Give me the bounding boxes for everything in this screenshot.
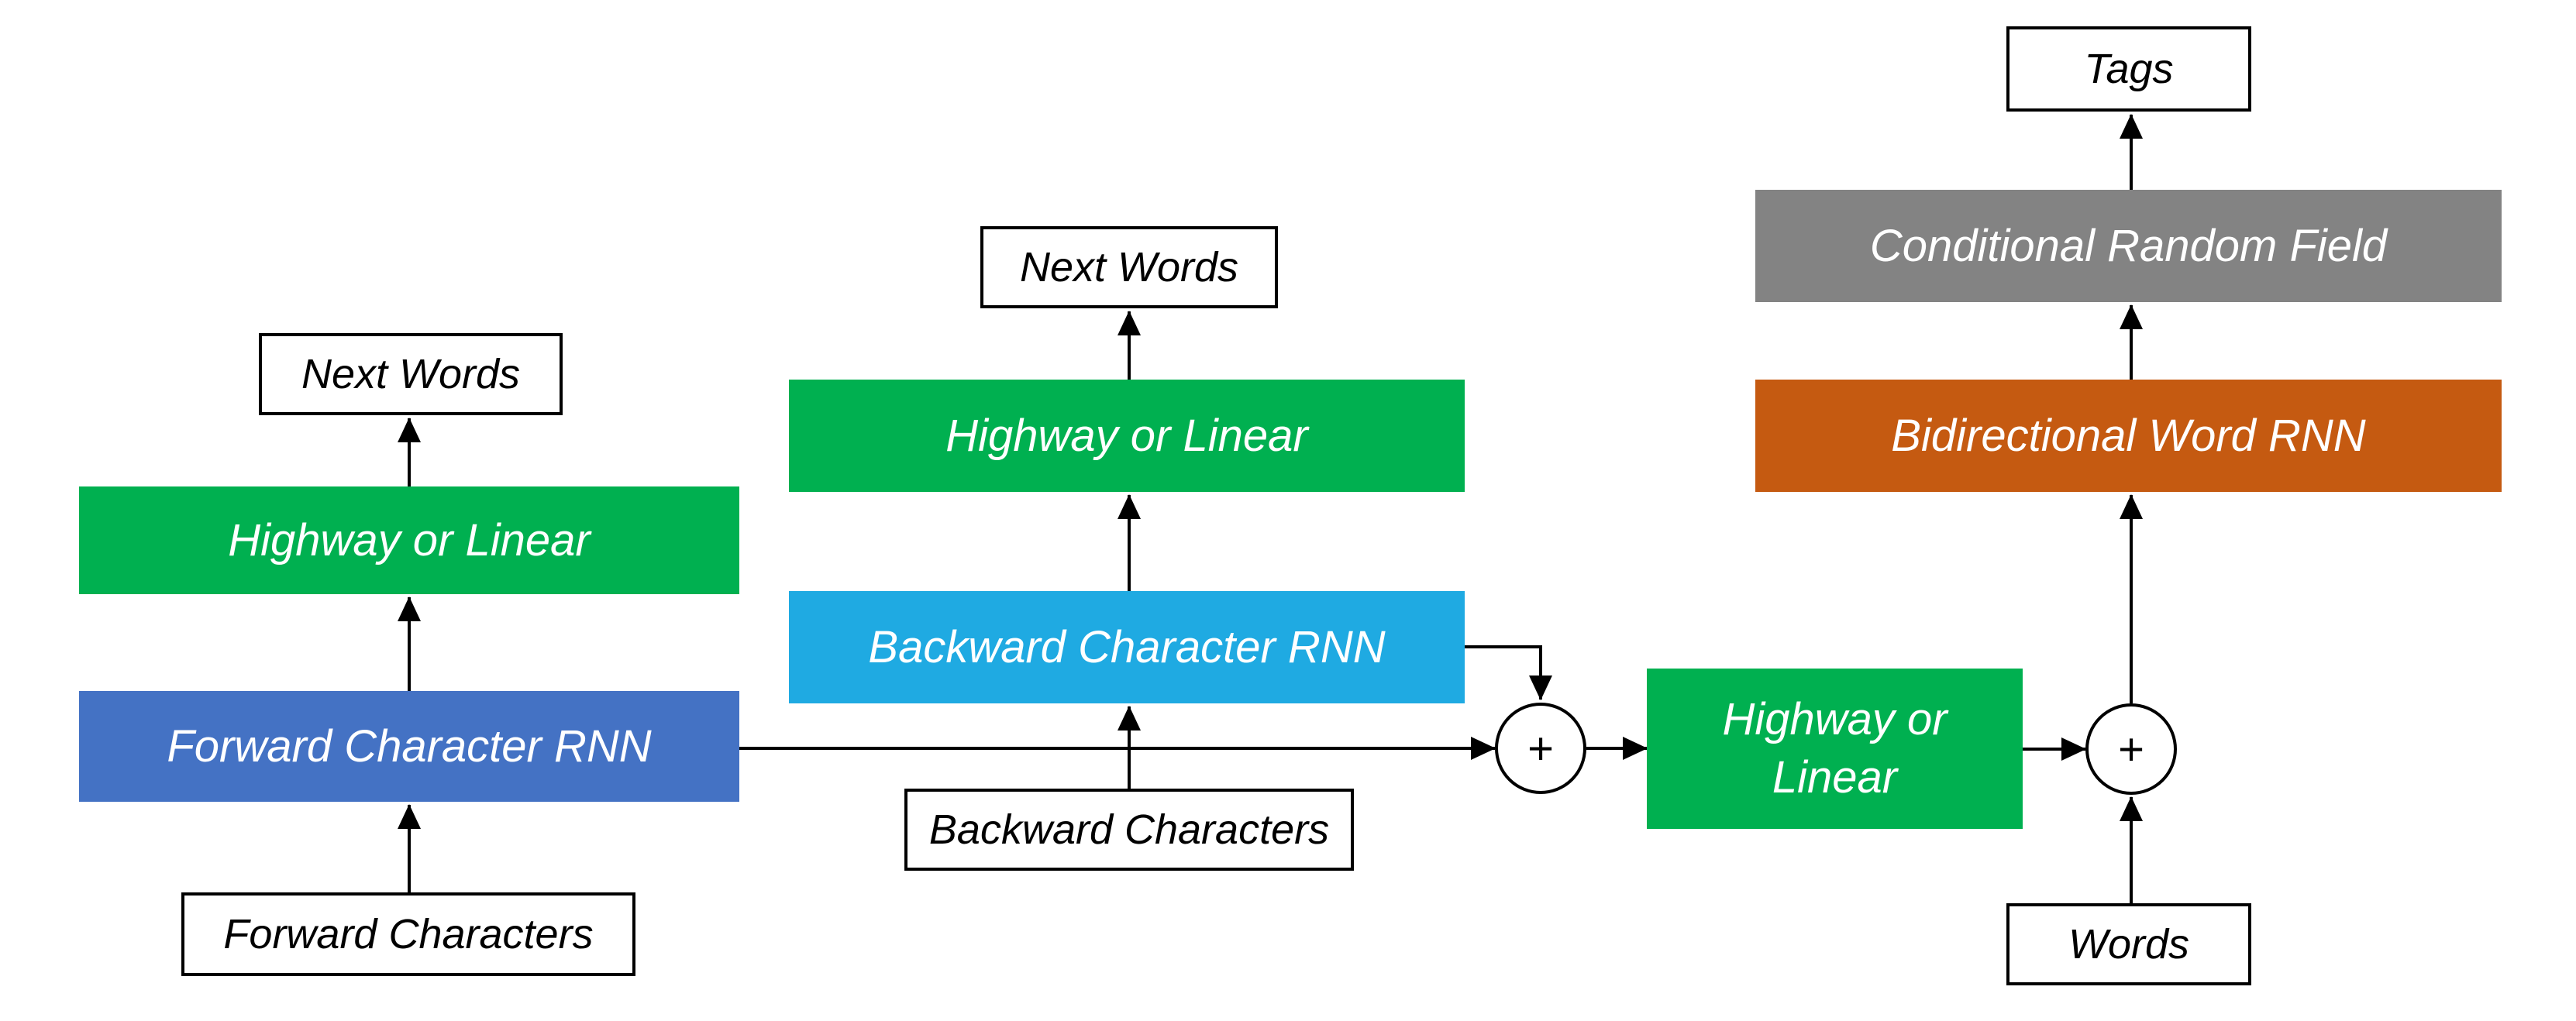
next-words-mid-box: Next Words — [980, 226, 1278, 308]
tags-box: Tags — [2006, 26, 2251, 112]
sum-circle-2: + — [2085, 703, 2177, 795]
highway-right-label: Highway or Linear — [1722, 694, 1947, 803]
next-words-left-box: Next Words — [259, 333, 563, 415]
backward-characters-box: Backward Characters — [904, 789, 1354, 871]
highway-or-linear-left-box: Highway or Linear — [79, 486, 739, 594]
backward-character-rnn-box: Backward Character RNN — [789, 591, 1465, 703]
arrow-backward-rnn-to-sum1 — [1465, 645, 1552, 700]
conditional-random-field-box: Conditional Random Field — [1755, 190, 2502, 302]
forward-character-rnn-box: Forward Character RNN — [79, 691, 739, 802]
highway-or-linear-mid-box: Highway or Linear — [789, 380, 1465, 492]
sum-circle-1: + — [1495, 703, 1586, 794]
words-box: Words — [2006, 903, 2251, 985]
plus-icon: + — [2118, 724, 2144, 775]
highway-or-linear-right-box: Highway or Linear — [1647, 669, 2023, 829]
forward-characters-box: Forward Characters — [181, 892, 635, 976]
plus-icon: + — [1527, 723, 1554, 774]
bidirectional-word-rnn-box: Bidirectional Word RNN — [1755, 380, 2502, 492]
